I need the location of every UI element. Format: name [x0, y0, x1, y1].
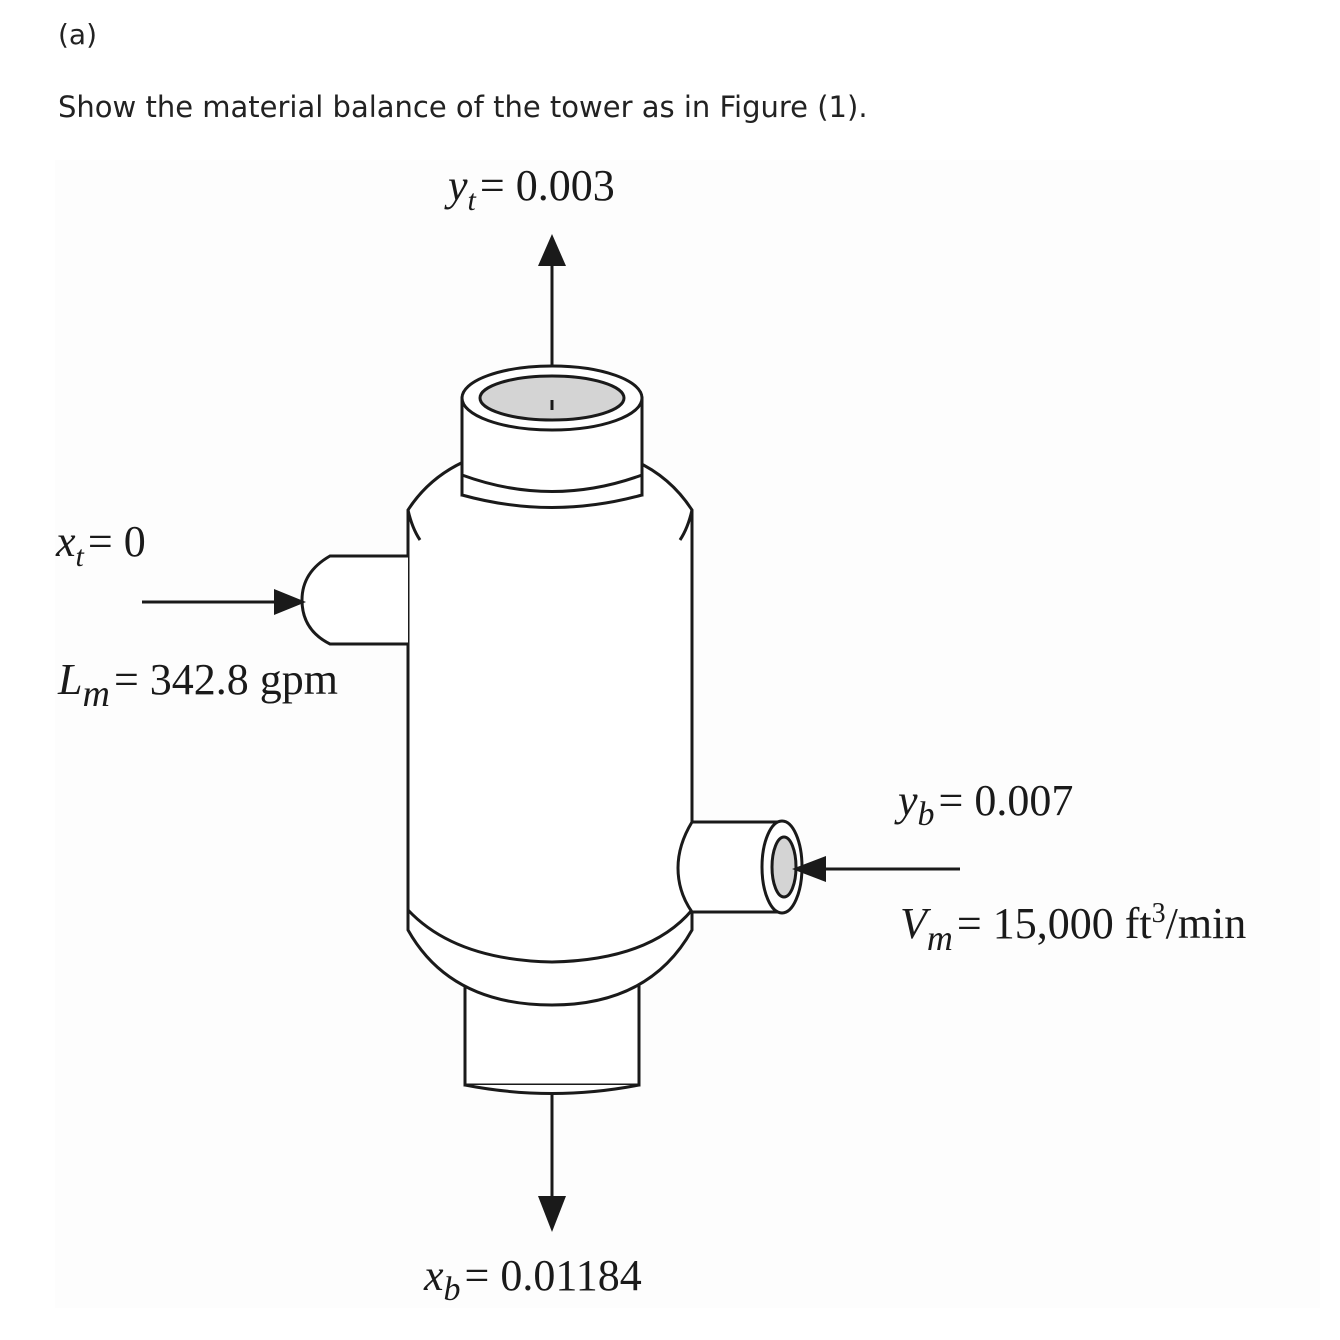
- liquid-rate-label: Lm= 342.8 gpm: [57, 655, 338, 715]
- part-label: (a): [58, 18, 98, 51]
- top-liquid-label: xt= 0: [55, 517, 146, 573]
- shell-top-seam: [406, 509, 422, 541]
- liquid-inlet-arrowhead: [274, 589, 306, 615]
- gas-rate-label: Vm= 15,000 ft3/min: [900, 898, 1246, 958]
- gas-outlet-arrowhead: [538, 234, 566, 266]
- top-neck-bottom: [460, 472, 644, 509]
- gas-inlet-opening: [770, 835, 798, 899]
- bottom-liquid-label: xb= 0.01184: [423, 1251, 642, 1308]
- bottom-gas-label: yb= 0.007: [894, 776, 1073, 833]
- top-gas-label: yt= 0.003: [444, 161, 615, 217]
- tower-shell: [406, 443, 694, 1007]
- top-neck-opening: [478, 374, 626, 422]
- gas-inlet-nozzle: [676, 820, 782, 914]
- shell-bottom-seam: [406, 908, 694, 964]
- liquid-inlet-nozzle: [300, 554, 408, 646]
- liquid-outlet-arrowhead: [538, 1196, 566, 1232]
- question-text: Show the material balance of the tower a…: [58, 90, 868, 124]
- shell-top-seam-right: [678, 509, 694, 541]
- bottom-neck-rim: [464, 1083, 640, 1095]
- gas-inlet-arrowhead: [792, 856, 826, 882]
